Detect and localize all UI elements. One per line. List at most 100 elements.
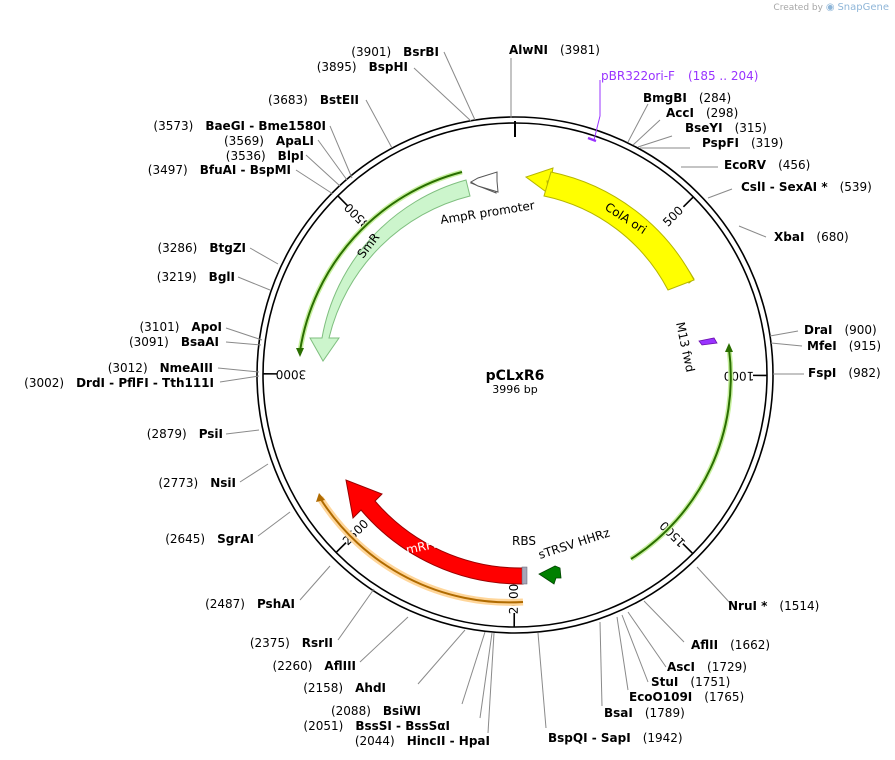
site-label[interactable]: (3497)BfuAI - BspMI xyxy=(148,163,291,177)
site-label[interactable]: (3895)BspHI xyxy=(317,60,408,74)
site-label[interactable]: CslI - SexAI *(539) xyxy=(741,180,872,194)
pbr322ori-f-primer[interactable] xyxy=(587,136,597,143)
site-position: (284) xyxy=(699,91,731,105)
site-label[interactable]: (3901)BsrBI xyxy=(351,45,439,59)
orf-right-arrowhead-icon xyxy=(725,343,733,352)
site-position: (2044) xyxy=(355,734,395,748)
leader-psii xyxy=(225,429,260,435)
site-enzyme-name: XbaI xyxy=(774,230,804,244)
site-position: (915) xyxy=(849,339,881,353)
site-enzyme-name: AccI xyxy=(666,106,694,120)
cola-ori-feature-body[interactable] xyxy=(543,171,695,291)
site-label[interactable]: (2879)PsiI xyxy=(147,427,223,441)
site-label[interactable]: (2044) HincII - HpaI xyxy=(355,734,490,748)
site-label[interactable]: StuI(1751) xyxy=(651,675,730,689)
site-label[interactable]: DraI(900) xyxy=(804,323,877,337)
site-label[interactable]: (2051)BssSI - BssSαI xyxy=(303,719,450,733)
site-enzyme-name: AscI xyxy=(667,660,695,674)
site-label[interactable]: FspI(982) xyxy=(808,366,881,380)
smr-feature[interactable] xyxy=(309,179,471,362)
leader-bsssi xyxy=(479,632,493,719)
leader-rsrii xyxy=(337,588,375,641)
site-label[interactable]: AccI (298) xyxy=(666,106,738,120)
site-position: (3573) xyxy=(153,119,193,133)
site-label[interactable]: PspFI (319) xyxy=(702,136,783,150)
site-label[interactable]: (2158)AhdI xyxy=(303,681,386,695)
orf-right-core xyxy=(630,348,732,560)
pbr322ori-f-range: (185 .. 204) xyxy=(688,69,758,83)
site-enzyme-name: AflIII xyxy=(324,659,356,673)
site-label[interactable]: NruI *(1514) xyxy=(728,599,819,613)
leader-stui xyxy=(621,614,649,683)
snapgene-brand: SnapGene xyxy=(837,2,889,13)
site-position: (2487) xyxy=(205,597,245,611)
site-enzyme-name: BsiWI xyxy=(383,704,421,718)
site-label[interactable]: AscI (1729) xyxy=(667,660,747,674)
site-label[interactable]: (2487)PshAI xyxy=(205,597,295,611)
site-position: (315) xyxy=(735,121,767,135)
created-by-text: Created by xyxy=(773,3,823,13)
site-label[interactable]: BsaI(1789) xyxy=(604,706,685,720)
site-label[interactable]: (2088)BsiWI xyxy=(331,704,421,718)
site-label[interactable]: (3286)BtgZI xyxy=(157,241,246,255)
site-position: (3101) xyxy=(140,320,180,334)
site-label[interactable]: EcoO109I(1765) xyxy=(629,690,744,704)
site-label[interactable]: (3536)BlpI xyxy=(226,149,304,163)
site-enzyme-name: BaeGI - Bme1580I xyxy=(205,119,326,133)
site-label[interactable]: (3219)BglI xyxy=(157,270,235,284)
site-position: (3002) xyxy=(24,376,64,390)
site-label[interactable]: AlwNI(3981) xyxy=(509,43,600,57)
mrfp1-feature[interactable] xyxy=(345,479,524,585)
m13-fwd-primer[interactable] xyxy=(698,337,718,346)
site-enzyme-name: PsiI xyxy=(199,427,223,441)
rbs-feature[interactable] xyxy=(521,566,528,585)
m13-fwd-label: M13 fwd xyxy=(673,321,697,374)
site-enzyme-name: AflII xyxy=(691,638,718,652)
site-enzyme-name: ApoI xyxy=(191,320,222,334)
site-label[interactable]: AflII(1662) xyxy=(691,638,770,652)
site-label[interactable]: (3012)NmeAIII xyxy=(108,361,213,375)
site-label[interactable]: MfeI(915) xyxy=(807,339,881,353)
plasmid-name: pCLxR6 xyxy=(486,368,545,384)
site-label[interactable]: XbaI(680) xyxy=(774,230,849,244)
site-enzyme-name: BsaI xyxy=(604,706,633,720)
leader-apoi xyxy=(225,327,263,341)
site-label[interactable]: (2260)AflIII xyxy=(273,659,356,673)
site-label[interactable]: (3569)ApaLI xyxy=(224,134,314,148)
site-enzyme-name: HincII - HpaI xyxy=(407,734,490,748)
site-enzyme-name: RsrII xyxy=(302,636,333,650)
site-enzyme-name: PspFI xyxy=(702,136,739,150)
leader-bseyi xyxy=(637,135,673,148)
leader-bsphi xyxy=(413,67,472,122)
site-label[interactable]: (3091)BsaAI xyxy=(129,335,219,349)
strsv-hhrz-feature[interactable] xyxy=(538,565,562,585)
ampr-promoter-arrow[interactable] xyxy=(469,171,499,193)
site-label[interactable]: BseYI (315) xyxy=(685,121,767,135)
site-label[interactable]: BmgBI(284) xyxy=(643,91,731,105)
leader-apali xyxy=(317,139,348,181)
site-label[interactable]: (3573) BaeGI - Bme1580I xyxy=(153,119,326,133)
leader-bspqi xyxy=(537,632,547,729)
site-label[interactable]: (2773)NsiI xyxy=(158,476,236,490)
site-label[interactable]: (3101) ApoI xyxy=(140,320,223,334)
site-position: (298) xyxy=(706,106,738,120)
site-label[interactable]: (3002)DrdI - PflFI - Tth111I xyxy=(24,376,214,390)
site-label[interactable]: (2645)SgrAI xyxy=(165,532,254,546)
site-position: (982) xyxy=(848,366,880,380)
leader-ahdi xyxy=(417,629,466,685)
leader-aflii xyxy=(643,600,685,643)
site-label[interactable]: EcoRV(456) xyxy=(724,158,810,172)
site-position: (3981) xyxy=(560,43,600,57)
site-label[interactable]: (2375)RsrII xyxy=(250,636,333,650)
site-position: (3895) xyxy=(317,60,357,74)
site-position: (319) xyxy=(751,136,783,150)
site-label[interactable]: BspQI - SapI(1942) xyxy=(548,731,683,745)
leader-asci xyxy=(627,611,667,668)
site-label[interactable]: (3683)BstEII xyxy=(268,93,359,107)
leader-ecoo109i xyxy=(616,616,629,691)
snapgene-logo-icon: ◉ xyxy=(825,2,835,13)
tick-mark-500 xyxy=(682,196,694,208)
site-position: (1729) xyxy=(707,660,747,674)
site-leader-lines xyxy=(217,51,804,734)
site-enzyme-name: BseYI xyxy=(685,121,723,135)
